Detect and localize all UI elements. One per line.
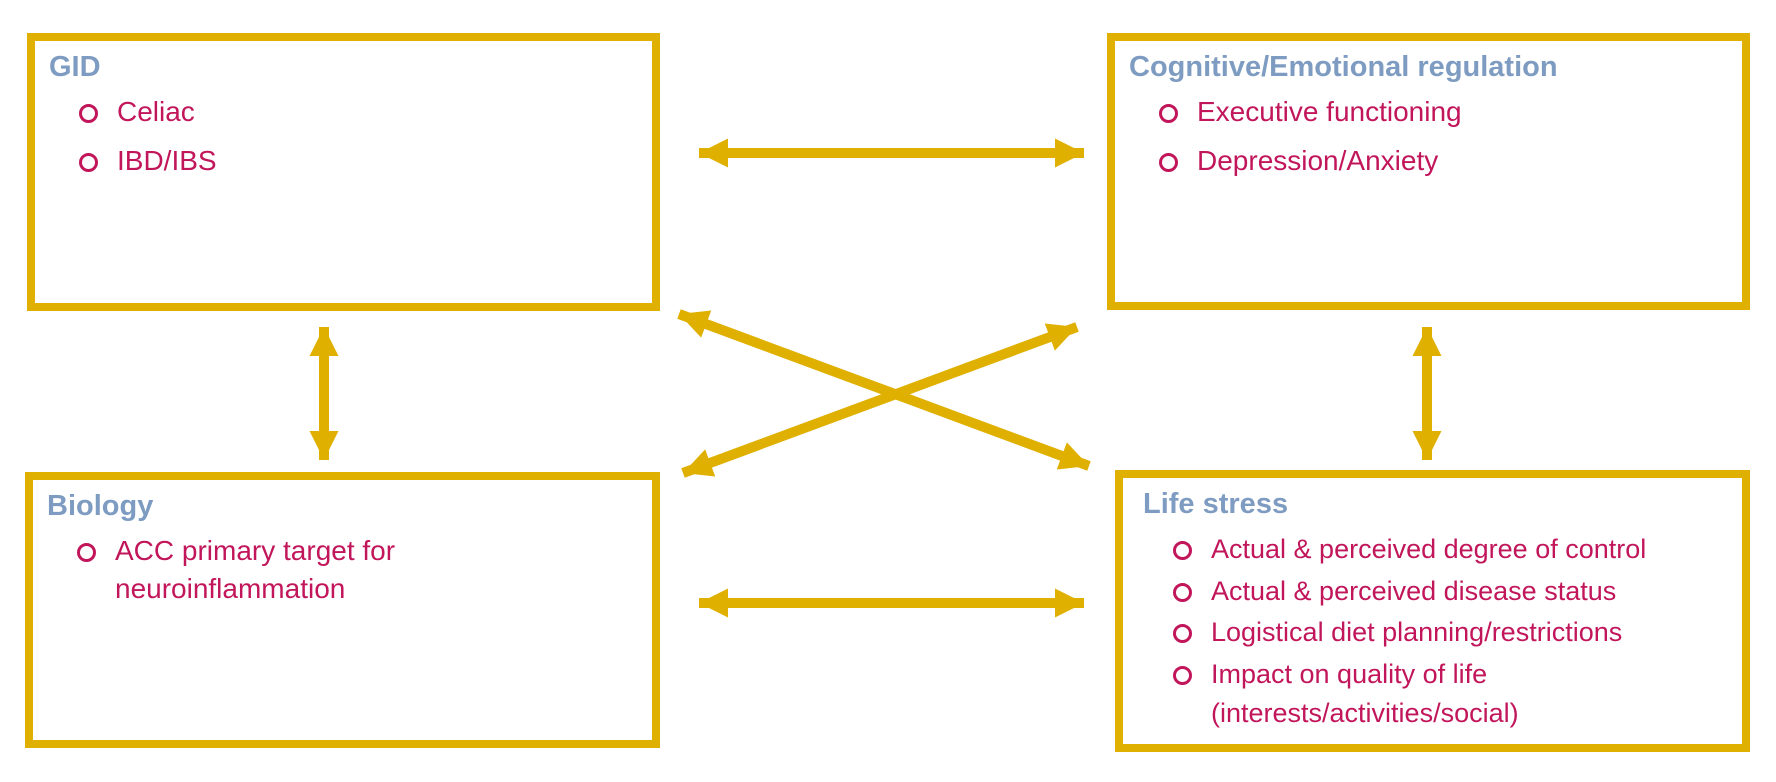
circle-bullet-icon: [77, 543, 96, 563]
box-biology-title: Biology: [47, 490, 154, 522]
list-item-text: Executive functioning: [1197, 96, 1462, 128]
circle-bullet-icon: [1173, 666, 1192, 686]
circle-bullet-icon: [79, 153, 98, 173]
box-life-stress: Life stress Actual & perceived degree of…: [1115, 470, 1750, 752]
list-item-text: IBD/IBS: [117, 145, 217, 177]
list-item-text: Actual & perceived degree of control: [1211, 534, 1647, 565]
list-item: Impact on quality of life (interests/act…: [1173, 655, 1728, 732]
list-item: Executive functioning: [1159, 93, 1728, 131]
circle-bullet-icon: [1173, 582, 1192, 602]
box-biology: Biology ACC primary target for neuroinfl…: [25, 472, 660, 748]
box-cognitive-title: Cognitive/Emotional regulation: [1129, 51, 1558, 83]
circle-bullet-icon: [1159, 153, 1178, 173]
connector-biology-cognitive-arrow: [681, 322, 1079, 478]
list-item: Actual & perceived disease status: [1173, 572, 1728, 611]
box-gid-title: GID: [49, 51, 101, 83]
list-item: ACC primary target for neuroinflammation: [77, 532, 638, 608]
list-item-text: Impact on quality of life (interests/act…: [1211, 659, 1519, 728]
circle-bullet-icon: [79, 104, 98, 124]
circle-bullet-icon: [1159, 104, 1178, 124]
circle-bullet-icon: [1173, 541, 1192, 561]
list-item-text: Depression/Anxiety: [1197, 145, 1439, 177]
list-item-text: ACC primary target for neuroinflammation: [115, 535, 396, 605]
list-item: Celiac: [79, 93, 638, 131]
list-item: Logistical diet planning/restrictions: [1173, 613, 1728, 652]
circle-bullet-icon: [1173, 624, 1192, 644]
box-cognitive-emotional-regulation: Cognitive/Emotional regulation Executive…: [1107, 33, 1750, 310]
connector-gid-lifestress-arrow: [677, 309, 1091, 471]
list-item: IBD/IBS: [79, 142, 638, 180]
box-lifestress-title: Life stress: [1143, 488, 1289, 520]
box-biology-list: ACC primary target for neuroinflammation: [47, 532, 638, 608]
list-item-text: Celiac: [117, 96, 195, 128]
list-item: Actual & perceived degree of control: [1173, 530, 1728, 569]
list-item: Depression/Anxiety: [1159, 142, 1728, 180]
list-item-text: Actual & perceived disease status: [1211, 575, 1617, 606]
list-item-text: Logistical diet planning/restrictions: [1211, 617, 1623, 648]
